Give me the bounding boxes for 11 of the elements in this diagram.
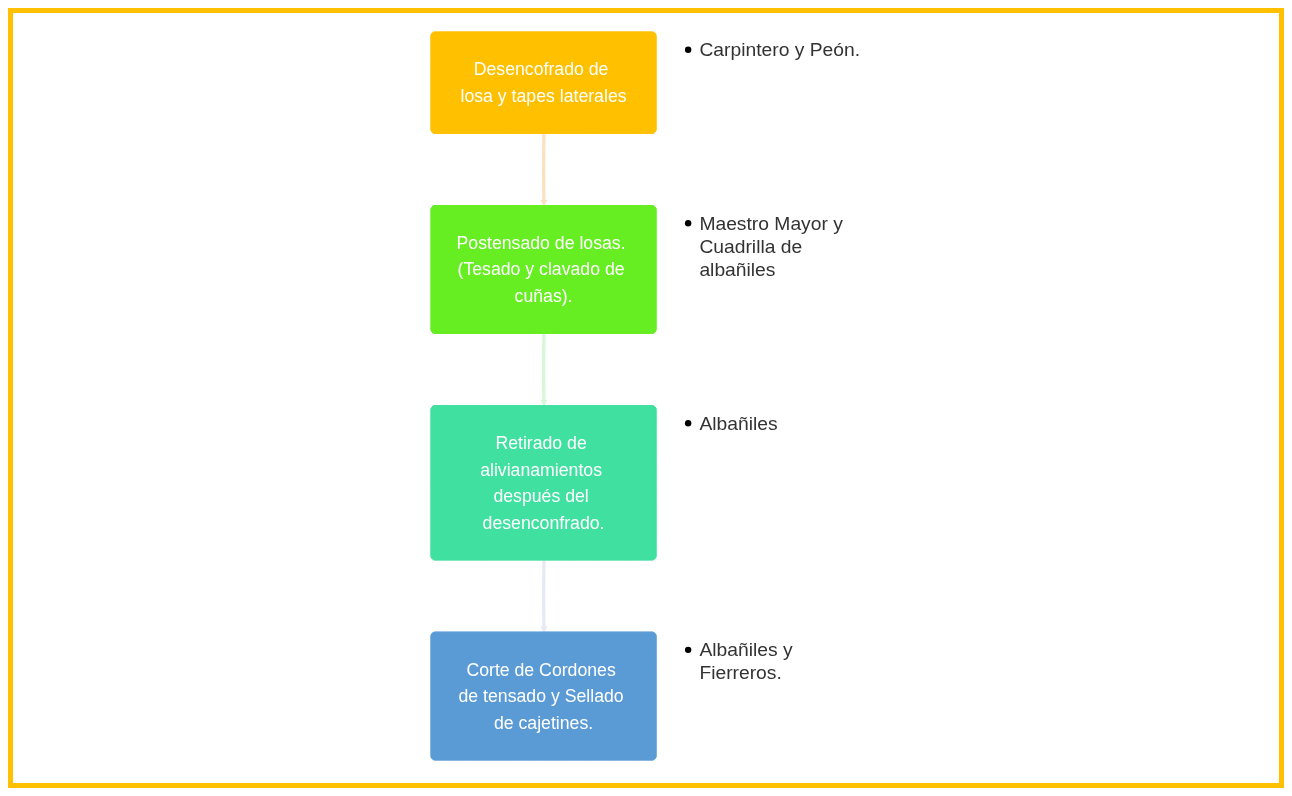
role-note: Albañiles bbox=[699, 412, 779, 434]
arrow bbox=[540, 333, 548, 407]
role-note: Carpintero y Peón. bbox=[699, 39, 861, 61]
arrow bbox=[540, 133, 548, 207]
process-box: Postensado de losas. (Tesado y clavado de cuñas). bbox=[431, 205, 657, 334]
arrow bbox=[540, 560, 548, 633]
process-box: Retirado de alivianamientos después del desenconfrado. bbox=[431, 405, 657, 561]
process-box: Desencofrado de losa y tapes laterales bbox=[431, 31, 657, 134]
process-box: Corte de Cordones de tensado y Sellado de cajetines. bbox=[431, 631, 657, 761]
role-note: Maestro Mayor y Cuadrilla de albañiles bbox=[699, 212, 844, 280]
role-note: Albañiles y Fierreros. bbox=[699, 639, 793, 684]
